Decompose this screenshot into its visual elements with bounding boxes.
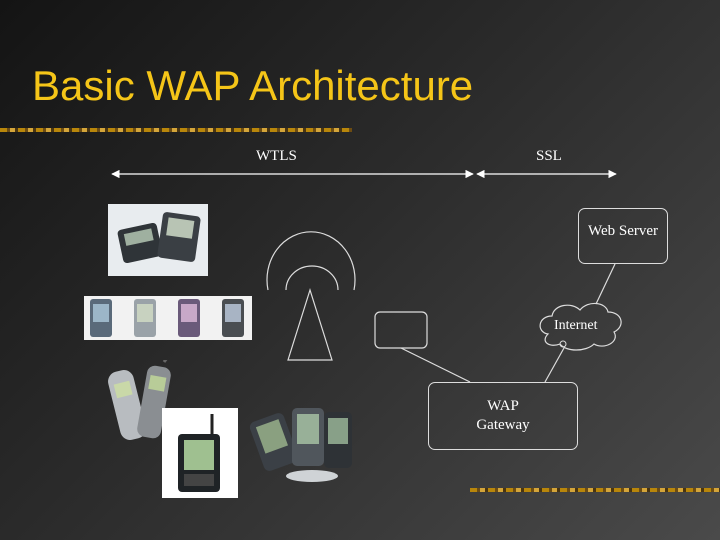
wtls-label: WTLS [256, 148, 297, 164]
signal-arc-outer-icon [266, 231, 356, 291]
link-relay-to-gateway [400, 347, 471, 383]
palm-icon [249, 408, 352, 482]
handheld-photo [162, 408, 238, 498]
pda-devices-photo [84, 296, 252, 340]
pda-icon [90, 299, 244, 337]
ssl-label: SSL [536, 148, 562, 164]
pager-icon [117, 212, 201, 264]
palm-devices-photo [249, 408, 352, 482]
internet-label: Internet [554, 318, 598, 333]
link-gateway-to-internet [544, 347, 565, 383]
link-internet-to-webserver [595, 263, 616, 305]
signal-arc-inner-icon [285, 265, 339, 291]
tower-icon [287, 287, 333, 361]
wap-gateway-label-line1: WAP [487, 398, 519, 414]
title-underline [0, 128, 352, 132]
web-server-label: Web Server [587, 223, 658, 239]
slide-title: Basic WAP Architecture [32, 62, 474, 109]
relay-box [374, 311, 428, 349]
internet-node-icon [559, 340, 567, 348]
pager-devices-photo [108, 204, 208, 276]
internet-cloud-icon [539, 302, 622, 351]
bottom-rule [470, 488, 720, 492]
wap-gateway-box: WAP Gateway [428, 382, 578, 450]
web-server-box: Web Server [578, 208, 668, 264]
handheld-icon [178, 414, 220, 492]
wap-gateway-label-line2: Gateway [476, 417, 530, 433]
